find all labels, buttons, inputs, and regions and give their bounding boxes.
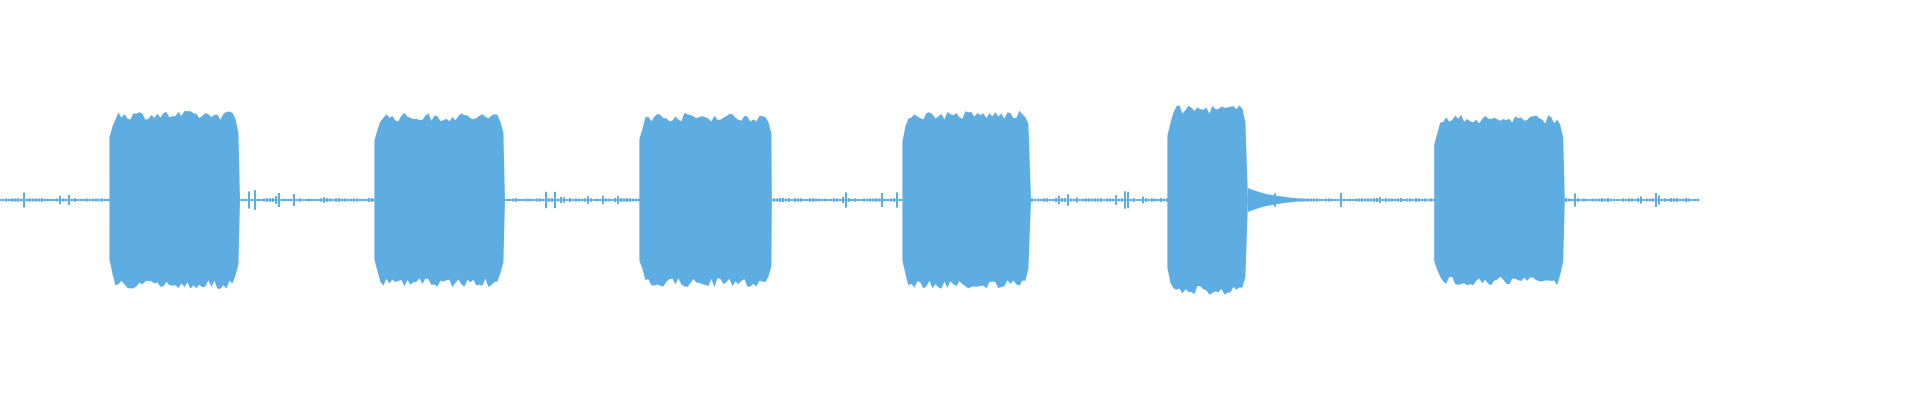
waveform-burst-1 bbox=[109, 111, 241, 289]
waveform-burst-4 bbox=[902, 110, 1032, 289]
waveform-burst-5 bbox=[1167, 105, 1248, 295]
waveform-burst-2 bbox=[374, 112, 505, 288]
waveform-burst-6 bbox=[1434, 114, 1565, 286]
waveform-burst-3 bbox=[639, 112, 772, 288]
waveform-decay-tail bbox=[1248, 188, 1308, 212]
